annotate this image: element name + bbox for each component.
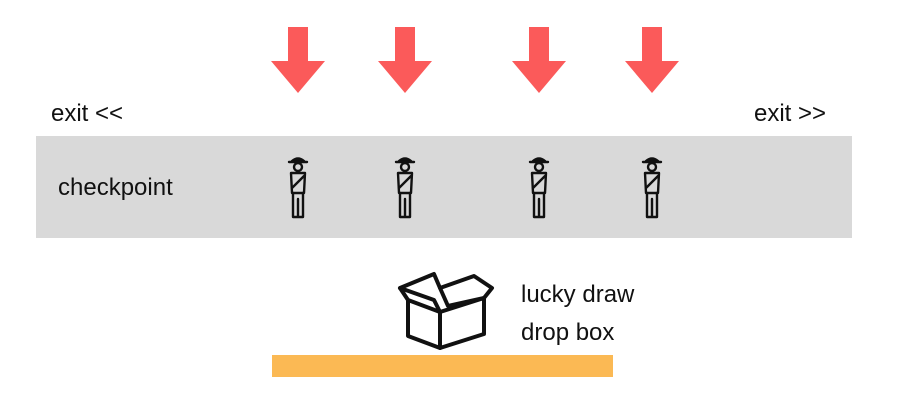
checkpoint-band <box>36 136 852 238</box>
open-box-icon <box>398 272 494 350</box>
down-arrow-icon <box>512 27 566 93</box>
down-arrow-icon <box>378 27 432 93</box>
guard-icon <box>641 157 663 219</box>
guard-icon <box>287 157 309 219</box>
exit-right-label: exit >> <box>754 100 827 127</box>
checkpoint-label: checkpoint <box>58 174 173 201</box>
guard-icon <box>528 157 550 219</box>
guard-icon <box>394 157 416 219</box>
drop-box-label: lucky draw drop box <box>521 276 634 352</box>
down-arrow-icon <box>625 27 679 93</box>
drop-box-label-line1: lucky draw <box>521 281 635 308</box>
table-bar <box>272 355 613 377</box>
down-arrow-icon <box>271 27 325 93</box>
exit-left-label: exit << <box>51 100 124 127</box>
drop-box-label-line2: drop box <box>521 319 615 346</box>
